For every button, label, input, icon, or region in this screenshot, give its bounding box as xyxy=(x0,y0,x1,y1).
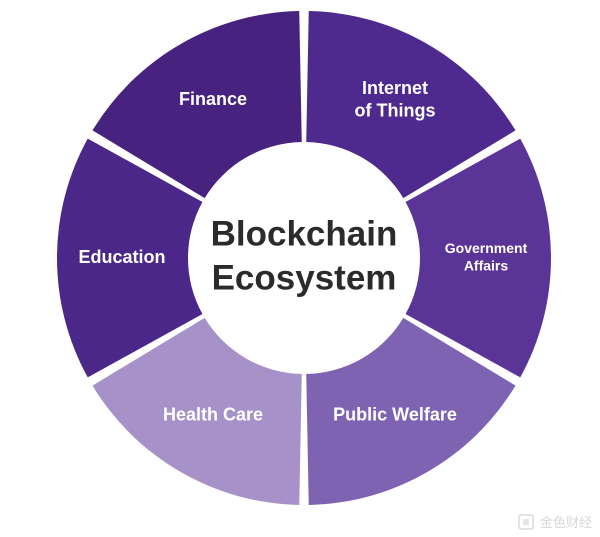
segment-label-health-care: Health Care xyxy=(163,404,263,424)
segment-education xyxy=(56,138,203,378)
segment-label-public-welfare: Public Welfare xyxy=(333,404,457,424)
segment-label-education: Education xyxy=(78,247,165,267)
segment-label-internet-of-things-line1: Internet xyxy=(362,78,428,98)
center-title-line1: Blockchain xyxy=(211,214,398,253)
center-title-line2: Ecosystem xyxy=(212,258,397,297)
segment-health-care xyxy=(92,317,302,505)
watermark-text: 金色财经 xyxy=(539,516,592,531)
segment-public-welfare xyxy=(306,317,516,505)
segment-government-affairs xyxy=(405,138,552,378)
center-circle xyxy=(190,144,418,372)
segment-finance xyxy=(92,11,302,199)
segment-label-government-affairs-line2: Affairs xyxy=(464,257,509,273)
segment-label-internet-of-things-line2: of Things xyxy=(355,100,436,120)
segment-label-finance: Finance xyxy=(179,89,247,109)
segment-label-government-affairs-line1: Government xyxy=(445,240,528,256)
segment-internet-of-things xyxy=(306,11,516,199)
watermark: 金色财经 xyxy=(517,512,592,531)
watermark-logo-icon xyxy=(517,513,534,530)
